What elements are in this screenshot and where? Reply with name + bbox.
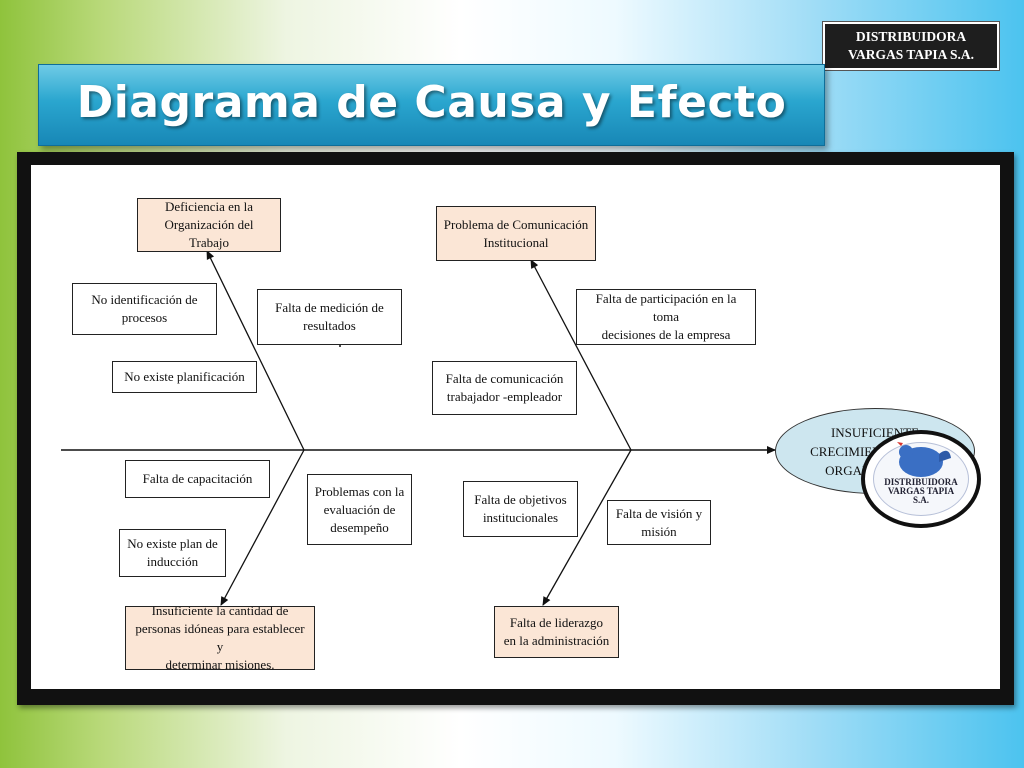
category-text: Insuficiente la cantidad de [151,606,289,618]
fishbone-diagram: Deficiencia en la Organización del Trabaj… [31,165,1000,689]
category-text: personas idóneas para establecer y [135,621,305,654]
cause-falta-vision: Falta de visión y misión [607,500,711,545]
cause-no-existe-planificacion: No existe planificación [112,361,257,393]
cause-text: procesos [121,310,168,325]
cause-text: Falta de visión y [615,505,703,521]
cause-text: institucionales [482,510,559,525]
company-logo: DISTRIBUIDORA VARGAS TAPIA S.A. [861,430,981,528]
category-organizacion-trabajo: Deficiencia en la Organización del Trabaj… [137,198,281,252]
bone-top-left [206,250,305,451]
bone-bottom-right [542,449,632,606]
cause-no-identificacion-procesos: No identificación de procesos [72,283,217,335]
cause-text: inducción [146,554,199,569]
cause-text: trabajador -empleador [446,389,563,404]
cause-text: misión [641,523,677,539]
category-text: Institucional [483,234,549,250]
cause-falta-capacitacion: Falta de capacitación [125,460,270,498]
cause-text: No existe planificación [124,369,245,384]
category-text: determinar misiones. [165,657,275,670]
cause-problemas-evaluacion: Problemas con la evaluación de desempeño [307,474,412,545]
cause-text: decisiones de la empresa [601,327,731,342]
logo-text-line: DISTRIBUIDORA [884,477,958,487]
cause-falta-medicion-resultados: Falta de medición de resultados [257,289,402,345]
cause-no-plan-induccion: No existe plan de inducción [119,529,226,577]
cause-text: desempeño [330,519,389,535]
diagram-frame: Deficiencia en la Organización del Trabaj… [17,152,1014,705]
category-text: Deficiencia en la [164,199,254,214]
bone-bottom-left [220,449,305,606]
logo-text-line: VARGAS TAPIA [887,486,955,496]
cause-text: Falta de capacitación [142,471,253,486]
category-liderazgo: Falta de liderazgo en la administración [494,606,619,658]
cause-text: evaluación de [323,501,396,517]
company-badge: DISTRIBUIDORA VARGAS TAPIA S.A. [823,22,999,70]
cause-text: Problemas con la [314,483,405,499]
cause-falta-comunicacion: Falta de comunicación trabajador -emplead… [432,361,577,415]
cause-falta-participacion: Falta de participación en la toma decisio… [576,289,756,345]
cause-falta-objetivos: Falta de objetivos institucionales [463,481,578,537]
cause-text: Falta de participación en la toma [595,291,737,324]
company-name-line2: VARGAS TAPIA S.A. [847,47,975,62]
bone-top-right [530,259,632,451]
company-name-line1: DISTRIBUIDORA [855,29,967,44]
page-title: Diagrama de Causa y Efecto [76,77,787,128]
cause-text: No existe plan de [127,536,218,551]
cause-text: Falta de medición de [275,300,384,315]
cause-text: No identificación de [91,292,198,307]
hen-icon [897,442,951,477]
logo-text: DISTRIBUIDORA VARGAS TAPIA S.A. [865,478,977,505]
category-text: en la administración [503,633,610,648]
category-text: Falta de liderazgo [509,615,604,630]
category-text: Problema de Comunicación [443,216,589,232]
category-text: Organización del Trabajo [164,217,254,250]
cause-text: Falta de objetivos [474,492,567,507]
cause-text: Falta de comunicación [445,371,564,386]
cause-text: resultados [303,318,356,333]
category-personas-idoneas: Insuficiente la cantidad de personas idón… [125,606,315,670]
logo-text-line: S.A. [912,495,929,505]
title-banner: Diagrama de Causa y Efecto [38,64,825,146]
